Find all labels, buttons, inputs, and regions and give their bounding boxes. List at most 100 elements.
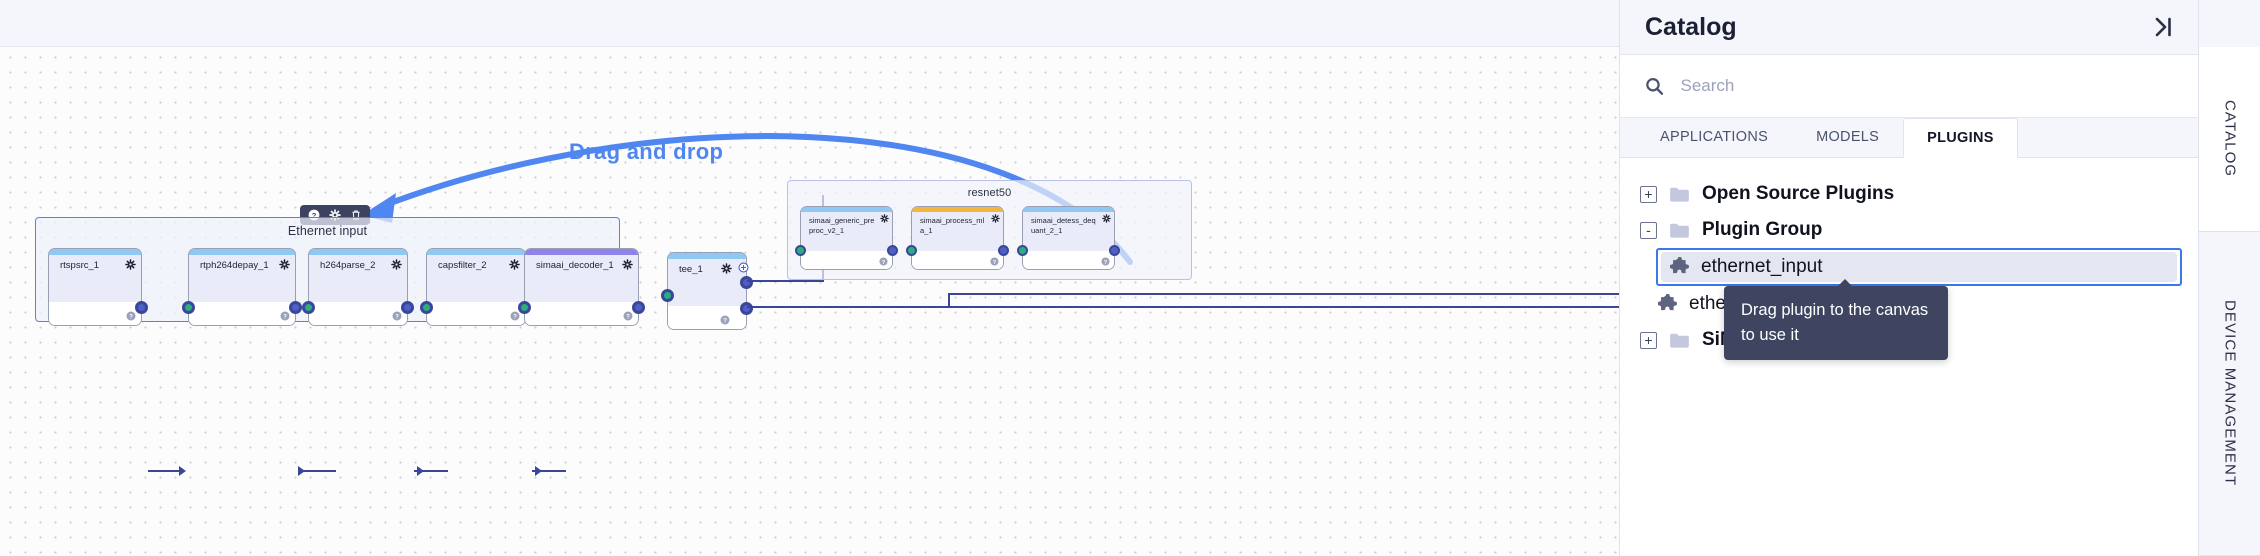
node-output-port[interactable] xyxy=(998,245,1009,256)
node-label: tee_1 xyxy=(679,264,703,275)
node-h264parse-2[interactable]: h264parse_2 ? xyxy=(302,248,414,326)
node-body: h264parse_2 xyxy=(309,255,407,302)
node-input-port[interactable] xyxy=(906,245,917,256)
vertical-tab-label: CATALOG xyxy=(2221,100,2239,178)
expand-icon[interactable]: + xyxy=(1640,185,1657,203)
node-body: simaai_generic_preproc_v2_1 xyxy=(801,212,892,251)
node-output-port[interactable] xyxy=(289,301,302,314)
node-rtph264depay-1[interactable]: rtph264depay_1 ? xyxy=(182,248,302,326)
top-toolbar xyxy=(0,0,1619,47)
node-label: rtph264depay_1 xyxy=(200,260,269,271)
node-label: simaai_process_mla_1 xyxy=(920,216,985,235)
gear-icon[interactable] xyxy=(721,263,732,274)
node-input-port[interactable] xyxy=(1017,245,1028,256)
edge xyxy=(148,470,182,472)
help-circle-icon[interactable]: ? xyxy=(1101,257,1110,266)
node-simaai-decoder-1[interactable]: simaai_decoder_1 ? xyxy=(518,248,645,326)
pipeline-canvas[interactable]: Drag and drop ? xyxy=(0,47,1619,556)
node-simaai-detess-dequant-2-1[interactable]: simaai_detess_dequant_2_1 ? xyxy=(1017,206,1120,270)
catalog-header: Catalog xyxy=(1620,0,2198,55)
node-input-port[interactable] xyxy=(661,289,674,302)
edge xyxy=(948,293,950,307)
catalog-panel: Catalog APPLICATIONS MODELS PLUGINS + xyxy=(1619,0,2198,556)
search-input[interactable] xyxy=(1680,76,2174,96)
node-accent-bar xyxy=(525,249,638,255)
node-input-port[interactable] xyxy=(302,301,315,314)
search-icon xyxy=(1646,77,1664,95)
node-accent-bar xyxy=(912,207,1003,212)
group-title: Ethernet input xyxy=(287,224,368,238)
group-resnet50[interactable]: resnet50 simaai_generic_preproc_v2_1 xyxy=(787,180,1192,280)
svg-text:?: ? xyxy=(993,260,997,266)
gear-icon[interactable] xyxy=(125,259,136,270)
tree-item-open-source-plugins[interactable]: + Open Source Plugins xyxy=(1620,176,2198,212)
node-label: simaai_decoder_1 xyxy=(536,260,614,271)
edge-arrowhead-icon xyxy=(535,466,542,476)
node-simaai-process-mla-1[interactable]: simaai_process_mla_1 ? xyxy=(906,206,1009,270)
help-circle-icon[interactable]: ? xyxy=(392,311,402,321)
gear-icon[interactable] xyxy=(880,214,889,223)
gear-icon[interactable] xyxy=(279,259,290,270)
expand-icon[interactable]: + xyxy=(1640,331,1657,349)
node-label: simaai_detess_dequant_2_1 xyxy=(1031,216,1096,235)
help-circle-icon[interactable]: ? xyxy=(720,315,730,325)
node-accent-bar xyxy=(49,249,141,255)
gear-icon[interactable] xyxy=(509,259,520,270)
svg-text:?: ? xyxy=(882,260,886,266)
node-footer: ? xyxy=(912,251,1003,269)
node-body: capsfilter_2 xyxy=(427,255,525,302)
vertical-tab-strip: CATALOG DEVICE MANAGEMENT xyxy=(2198,0,2260,556)
node-output-port[interactable] xyxy=(1109,245,1120,256)
node-simaai-generic-preproc-v2-1[interactable]: simaai_generic_preproc_v2_1 ? xyxy=(795,206,898,270)
node-output-port-1[interactable] xyxy=(740,276,753,289)
help-circle-icon[interactable]: ? xyxy=(623,311,633,321)
node-capsfilter-2[interactable]: capsfilter_2 ? xyxy=(420,248,532,326)
collapse-panel-icon[interactable] xyxy=(2150,14,2176,40)
node-input-port[interactable] xyxy=(795,245,806,256)
node-tee-1[interactable]: tee_1 ? xyxy=(661,252,753,330)
folder-icon xyxy=(1670,187,1689,202)
vertical-tab-catalog[interactable]: CATALOG xyxy=(2199,47,2260,232)
node-output-port[interactable] xyxy=(135,301,148,314)
tab-models[interactable]: MODELS xyxy=(1816,129,1880,145)
svg-text:?: ? xyxy=(626,314,630,321)
node-rtspsrc-1[interactable]: rtspsrc_1 ? xyxy=(48,248,148,326)
help-circle-icon[interactable]: ? xyxy=(126,311,136,321)
help-circle-icon[interactable]: ? xyxy=(280,311,290,321)
svg-text:?: ? xyxy=(723,318,727,325)
group-title: resnet50 xyxy=(967,187,1012,199)
svg-text:?: ? xyxy=(395,314,399,321)
plugin-tooltip: Drag plugin to the canvas to use it xyxy=(1724,279,1948,360)
node-input-port[interactable] xyxy=(420,301,433,314)
tree-item-plugin-group[interactable]: - Plugin Group xyxy=(1620,212,2198,248)
group-ethernet-input[interactable]: Ethernet input rtspsrc_1 xyxy=(35,217,645,476)
tree-item-ethernet-input[interactable]: ethernet_input xyxy=(1656,248,2182,286)
add-output-port-icon[interactable] xyxy=(738,262,749,273)
vertical-tab-device-management[interactable]: DEVICE MANAGEMENT xyxy=(2199,232,2260,556)
node-output-port-2[interactable] xyxy=(740,302,753,315)
edge xyxy=(747,306,1619,308)
node-body: rtph264depay_1 xyxy=(189,255,295,302)
gear-icon[interactable] xyxy=(1102,214,1111,223)
search-bar[interactable] xyxy=(1620,55,2198,118)
node-output-port[interactable] xyxy=(887,245,898,256)
node-body: rtspsrc_1 xyxy=(49,255,141,302)
gear-icon[interactable] xyxy=(391,259,402,270)
tab-applications[interactable]: APPLICATIONS xyxy=(1660,129,1769,145)
gear-icon[interactable] xyxy=(991,214,1000,223)
help-circle-icon[interactable]: ? xyxy=(990,257,999,266)
node-input-port[interactable] xyxy=(518,301,531,314)
node-output-port[interactable] xyxy=(401,301,414,314)
help-circle-icon[interactable]: ? xyxy=(879,257,888,266)
svg-text:?: ? xyxy=(513,314,517,321)
node-input-port[interactable] xyxy=(182,301,195,314)
node-output-port[interactable] xyxy=(632,301,645,314)
tab-plugins[interactable]: PLUGINS xyxy=(1903,118,2018,158)
help-circle-icon[interactable]: ? xyxy=(510,311,520,321)
collapse-icon[interactable]: - xyxy=(1640,221,1657,239)
node-label: h264parse_2 xyxy=(320,260,376,271)
plugin-tree: + Open Source Plugins - Plugin Group xyxy=(1620,158,2198,360)
gear-icon[interactable] xyxy=(622,259,633,270)
node-footer: ? xyxy=(309,302,407,325)
